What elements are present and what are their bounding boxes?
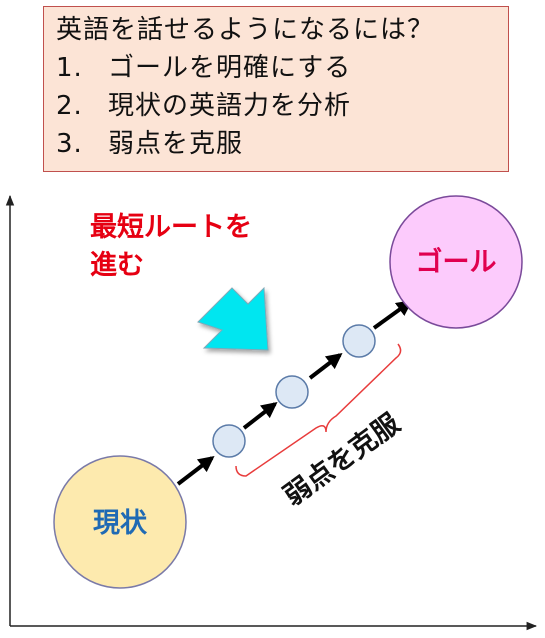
- step-number: 3.: [56, 129, 83, 159]
- step-arrow: [242, 402, 278, 430]
- step-arrow: [372, 300, 413, 330]
- steps-title: 英語を話せるようになるには？: [56, 15, 435, 45]
- weakness-bracket: [235, 343, 402, 477]
- step-number: 2.: [56, 91, 83, 121]
- current-state-circle: [53, 455, 187, 589]
- step-text: 現状の英語力を分析: [108, 91, 352, 121]
- current-state-label: 現状: [93, 508, 148, 539]
- step-text: ゴールを明確にする: [108, 53, 352, 83]
- step-circle: [275, 375, 309, 409]
- step-circle: [342, 324, 376, 358]
- step-item-3: 3. 弱点を克服: [56, 125, 508, 163]
- weakness-label: 弱点を克服: [278, 407, 407, 513]
- route-label-line2: 進む: [90, 250, 144, 281]
- step-arrow: [176, 456, 215, 486]
- goal-label: ゴール: [416, 246, 497, 278]
- step-item-2: 2. 現状の英語力を分析: [56, 87, 508, 125]
- down-right-arrow-icon: [197, 286, 269, 351]
- step-circle: [212, 424, 246, 458]
- step-text: 弱点を克服: [108, 129, 244, 159]
- goal-circle: [389, 195, 523, 329]
- route-label-line1: 最短ルートを: [90, 212, 252, 243]
- step-item-1: 1. ゴールを明確にする: [56, 49, 508, 87]
- steps-box: 英語を話せるようになるには？ 1. ゴールを明確にする 2. 現状の英語力を分析 3…: [43, 6, 509, 172]
- step-arrow: [308, 353, 343, 380]
- step-number: 1.: [56, 53, 83, 83]
